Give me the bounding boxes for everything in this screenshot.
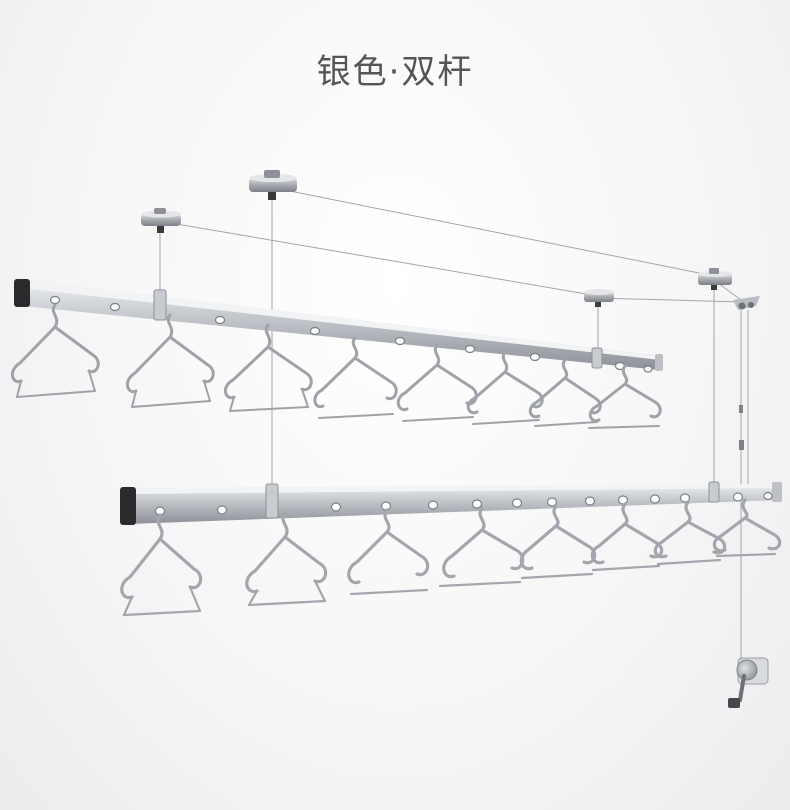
front-rod [120, 481, 782, 525]
front-rod-hangers [120, 498, 782, 617]
ceiling-pulley-1 [249, 170, 297, 200]
ceiling-pulley-4 [698, 268, 732, 290]
hand-crank [728, 405, 769, 708]
back-rod [14, 279, 663, 373]
back-rod-hangers [10, 303, 662, 429]
ceiling-pulley-2 [141, 208, 181, 233]
ceiling-pulley-3 [584, 289, 614, 307]
pulley-cables [159, 187, 749, 660]
corner-pulley [733, 296, 760, 310]
page-title: 银色·双杆 [316, 52, 474, 92]
